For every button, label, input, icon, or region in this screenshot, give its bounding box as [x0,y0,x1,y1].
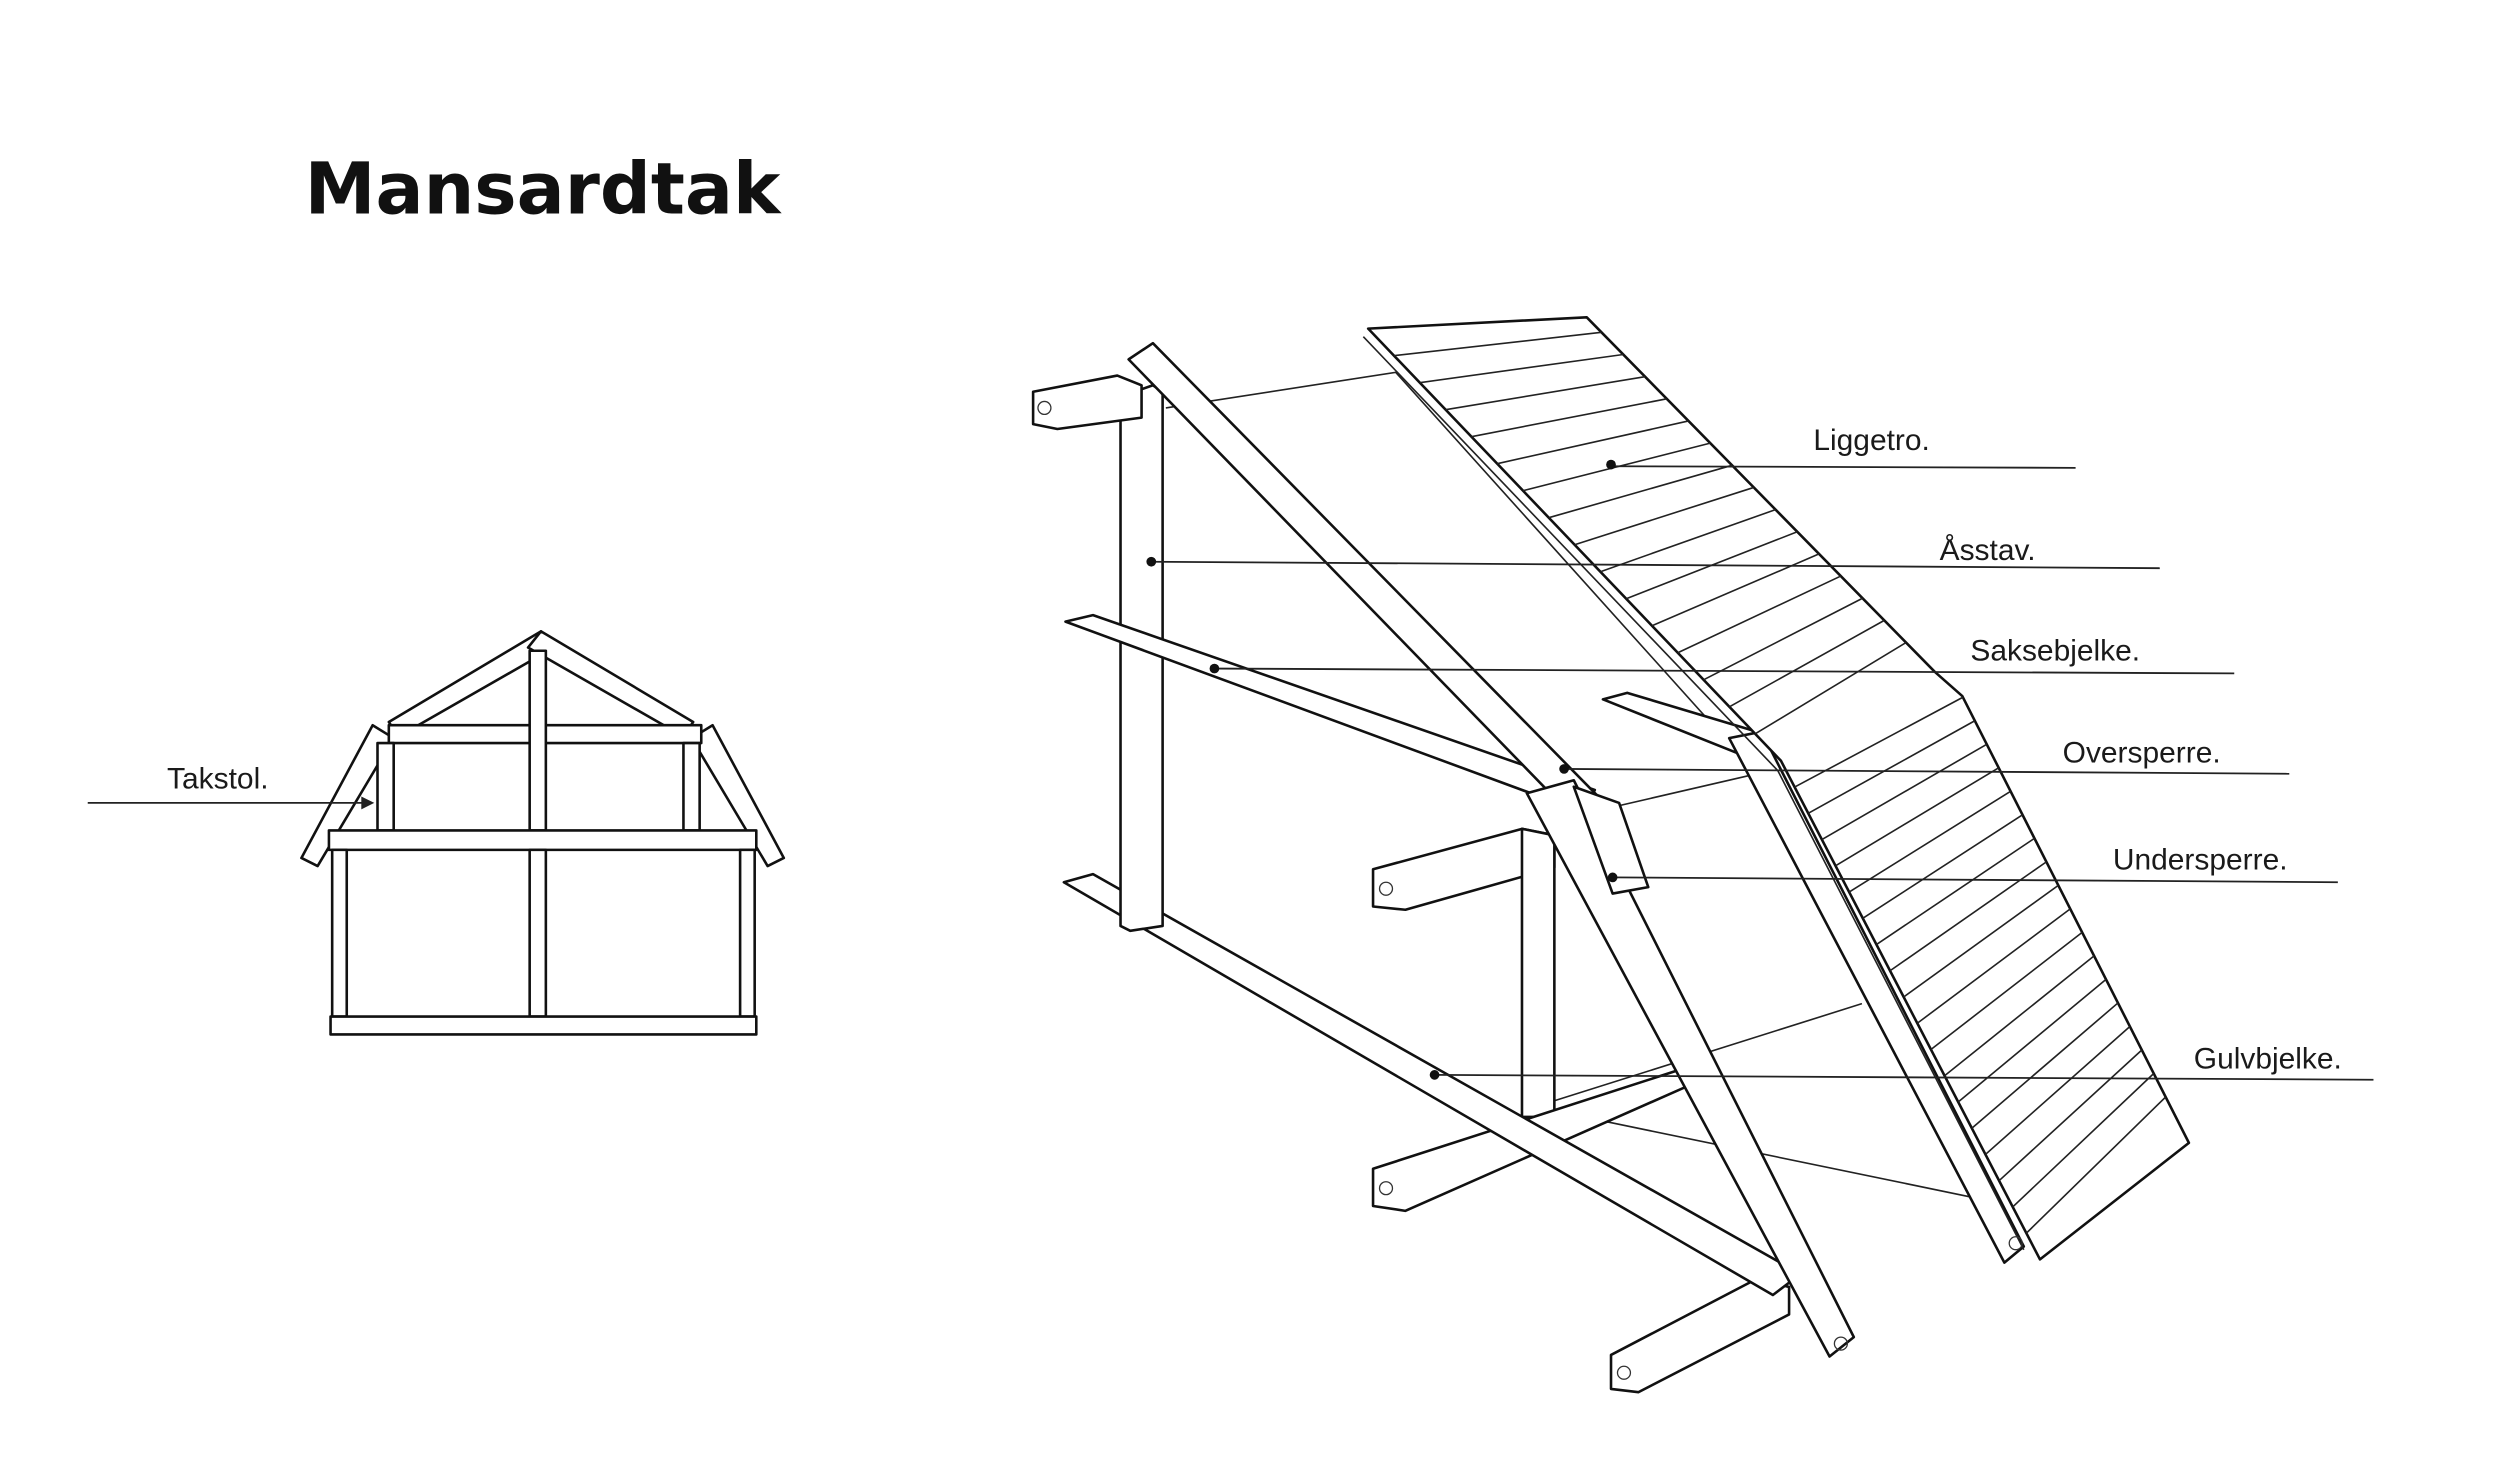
perspective-roof-drawing [1031,315,2191,1394]
roof-board-line [1677,575,1842,654]
end-grain-marks [1037,400,2023,1380]
roof-board-line [1548,464,1733,519]
deck-edge-batten [1362,336,1779,772]
leader-line-asstav [1151,560,2160,570]
dot-gulvbjelke [1429,1070,1440,1080]
roof-board-line [1497,420,1689,465]
roof-board-line [1971,1002,2119,1129]
roof-board-line [1862,814,2023,919]
bottom-cross-beam [1609,1277,1791,1394]
top-purlin [1031,374,1143,431]
label-oversperre: Oversperre. [2063,736,2221,769]
bottom-beam [329,1015,758,1036]
right-undersperre [1727,730,2026,1264]
roof-board-line [1471,398,1667,438]
king-post [528,649,548,832]
roof-board-line [2012,1072,2155,1208]
page-title: Mansardtak [305,148,782,231]
deck-edge-batten [1777,770,2025,1251]
truss-section-drawing: Takstol. [87,630,786,1036]
back-frame-line [1583,1116,1976,1199]
label-takstol: Takstol. [167,762,268,795]
roof-board-line [1875,837,2035,946]
roof-board-line [1903,884,2059,998]
dot-asstav [1146,556,1157,567]
labels-group: Liggetro. Åsstav. Saksebjelke. Oversperr… [1146,424,2374,1081]
roof-board-line [1600,508,1776,573]
dot-oversperre [1559,764,1569,774]
asstav-post [1119,383,1164,933]
dot-liggetro [1606,459,1616,470]
roof-board-line [1393,331,1602,357]
roof-board-line [1794,696,1964,788]
lower-rafter-left [300,723,395,868]
roof-board-line [1930,931,2083,1051]
lower-post [1520,827,1556,1119]
roof-board-line [1821,743,1988,841]
upper-post-left [376,741,395,832]
roof-board-line [1807,720,1976,815]
roof-board-line [1998,1049,2143,1182]
leader-line-saksebjelke [1214,667,2235,675]
wall-post-left [330,848,349,1018]
back-frame-line [1602,772,1766,811]
roof-board-line [1984,1025,2131,1156]
dot-undersperre [1607,872,1618,883]
leader-line-gulvbjelke [1434,1073,2374,1081]
back-frame-line [1165,371,1758,775]
roof-board-line [2025,1096,2167,1234]
joint-block [1572,785,1650,895]
undersperre-rafter [1525,778,1856,1358]
leader-line-liggetro [1611,465,2076,469]
roof-board-line [1419,353,1624,384]
label-undersperre: Undersperre. [2113,843,2288,876]
leader-line-undersperre [1612,876,2338,884]
dot-saksebjelke [1209,663,1220,674]
upper-post-right [682,741,701,832]
roof-board-line [1944,955,2095,1077]
saksebjelke-beam [1064,613,1597,814]
arrow-icon [361,796,375,810]
roof-board-line [1835,767,2000,867]
roof-board-line [1574,486,1755,546]
label-asstav: Åsstav. [1940,534,2036,567]
floor-beam [327,829,758,852]
wall-post-middle [528,848,548,1018]
roof-board-line [1703,597,1863,681]
wall-post-right [738,848,756,1018]
roof-board-line [1848,790,2012,893]
label-liggetro: Liggetro. [1813,424,1930,457]
roof-board-line [1916,908,2071,1024]
upper-rafter-right [526,630,695,738]
label-saksebjelke: Saksebjelke. [1970,634,2140,667]
roof-board-line [1728,619,1885,708]
roof-board-line [1754,641,1907,735]
roof-board-line [1957,978,2107,1103]
label-gulvbjelke: Gulvbjelke. [2194,1042,2342,1075]
roof-board-line [1445,375,1646,411]
leader-line-oversperre [1564,768,2290,775]
